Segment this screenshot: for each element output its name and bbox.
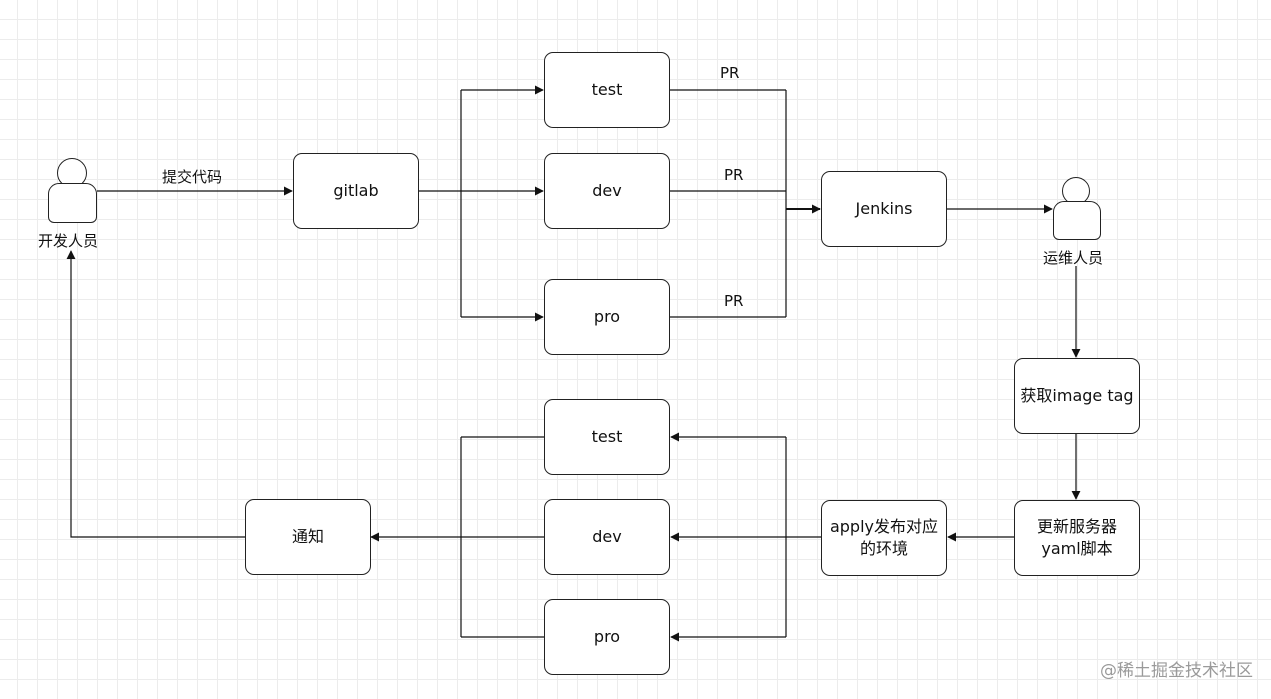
developer-actor-body-icon [48,183,97,223]
pr-test-label: PR [720,64,740,82]
update-yaml-node[interactable]: 更新服务器 yaml脚本 [1014,500,1140,576]
jenkins-node[interactable]: Jenkins [821,171,947,247]
gitlab-node-label: gitlab [333,180,379,200]
jenkins-node-label: Jenkins [855,198,913,218]
developer-label: 开发人员 [38,232,99,250]
watermark: @稀土掘金技术社区 [1100,661,1253,681]
apply-node[interactable]: apply发布对应 的环境 [821,500,947,576]
dev-branch-node-bottom[interactable]: dev [544,499,670,575]
pro-branch-node-top[interactable]: pro [544,279,670,355]
image-tag-node-label: 获取image tag [1020,385,1134,405]
ops-label: 运维人员 [1043,249,1104,267]
dev-branch-node-top[interactable]: dev [544,153,670,229]
image-tag-node[interactable]: 获取image tag [1014,358,1140,434]
pro-branch-label-bottom: pro [593,626,621,646]
ops-actor-head-icon [1062,177,1090,205]
test-branch-node-bottom[interactable]: test [544,399,670,475]
apply-line1: apply发布对应 [829,516,939,536]
edge-notify-to-developer [66,250,245,538]
notify-node[interactable]: 通知 [245,499,371,575]
ops-actor-body-icon [1053,201,1101,240]
dev-branch-label-bottom: dev [592,526,622,546]
apply-line2: 的环境 [859,539,908,558]
gitlab-node[interactable]: gitlab [293,153,419,229]
test-branch-label-top: test [591,79,623,99]
pro-branch-node-bottom[interactable]: pro [544,599,670,675]
pro-branch-label-top: pro [593,306,621,326]
update-yaml-line2: yaml脚本 [1041,539,1113,558]
pr-pro-label: PR [724,292,744,310]
test-branch-label-bottom: test [591,426,623,446]
dev-branch-label-top: dev [592,180,622,200]
notify-node-label: 通知 [291,526,324,546]
test-branch-node-top[interactable]: test [544,52,670,128]
update-yaml-line1: 更新服务器 [1036,516,1117,536]
pr-dev-label: PR [724,166,744,184]
commit-code-label: 提交代码 [162,168,223,186]
